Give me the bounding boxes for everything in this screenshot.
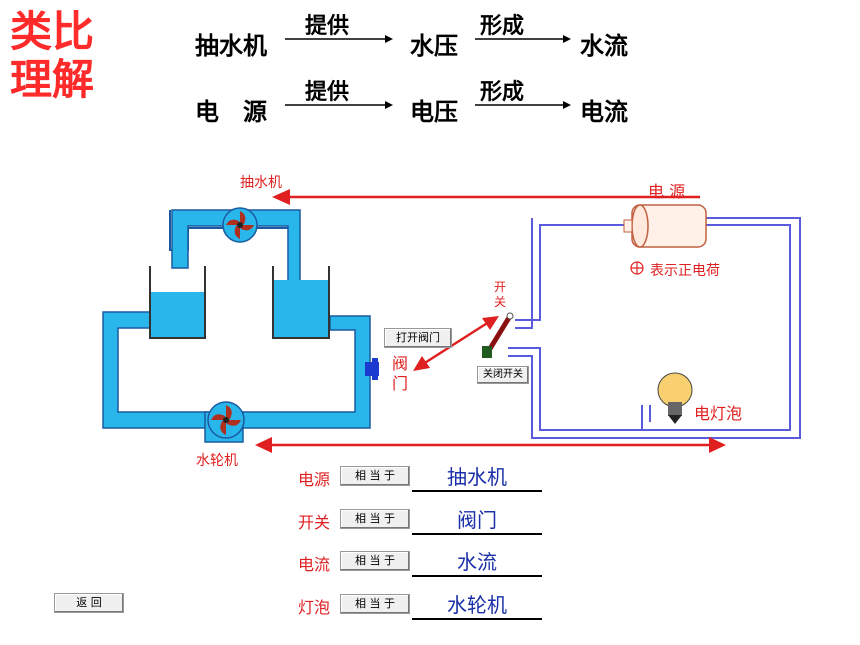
equivalent-button[interactable]: 相 当 于	[340, 466, 410, 486]
flow-source: 电 源	[195, 98, 267, 126]
comparison-answer: 抽水机	[412, 464, 542, 492]
switch-label-1: 开	[494, 280, 507, 294]
electric-wire	[508, 217, 801, 439]
page-title: 类比 理解	[10, 8, 94, 104]
valve-label-1: 阀	[392, 354, 409, 373]
valve-label-2: 门	[392, 374, 409, 393]
flow-row-electric: 电 源 提供 电压 形成 电流	[195, 80, 655, 128]
arrow-icon	[285, 101, 393, 109]
comparison-term: 电源	[298, 470, 331, 489]
arrow-icon	[285, 35, 393, 43]
close-switch-button[interactable]: 关闭开关	[477, 366, 529, 384]
analogy-diagram	[102, 189, 801, 453]
left-tank	[149, 266, 206, 339]
switch-label-2: 关	[494, 295, 507, 309]
right-tank	[272, 266, 330, 339]
flow-mid: 水压	[410, 32, 458, 60]
flow-arrow-label: 形成	[480, 14, 525, 39]
equivalent-button[interactable]: 相 当 于	[340, 509, 410, 529]
red-arrow	[272, 189, 700, 205]
left-tank-water	[150, 292, 205, 338]
source-label: 电 源	[648, 182, 686, 201]
flow-result: 水流	[580, 32, 628, 60]
arrow-icon	[475, 35, 571, 43]
turbine-label: 水轮机	[196, 453, 238, 469]
equivalent-button[interactable]: 相 当 于	[340, 594, 410, 614]
title-line-2: 理解	[10, 55, 95, 104]
flow-mid: 电压	[410, 98, 458, 126]
charge-legend-label: 表示正电荷	[650, 263, 720, 279]
pump-icon	[222, 207, 258, 243]
red-double-arrow	[413, 316, 499, 371]
comparison-answer: 水流	[412, 549, 542, 577]
pump-label: 抽水机	[240, 175, 282, 191]
switch-icon	[482, 312, 514, 358]
back-button[interactable]: 返 回	[54, 593, 124, 613]
positive-charge-icon	[630, 261, 644, 275]
comparison-answer: 水轮机	[412, 592, 542, 620]
comparison-term: 开关	[298, 513, 331, 532]
flow-arrow-label: 提供	[305, 80, 350, 105]
bulb-icon	[657, 372, 693, 424]
equivalent-button[interactable]: 相 当 于	[340, 551, 410, 571]
arrow-icon	[475, 101, 571, 109]
red-double-arrow	[255, 437, 726, 453]
bulb-label: 电灯泡	[694, 404, 743, 423]
turbine-icon	[204, 401, 245, 443]
flow-result: 电流	[580, 98, 628, 126]
flow-row-water: 抽水机 提供 水压 形成 水流	[195, 14, 655, 62]
flow-arrow-label: 形成	[480, 80, 525, 105]
comparison-answer: 阀门	[412, 507, 542, 535]
battery-icon	[623, 204, 707, 248]
title-line-1: 类比	[10, 7, 95, 56]
comparison-term: 灯泡	[298, 598, 331, 617]
flow-arrow-label: 提供	[305, 14, 350, 39]
open-valve-button[interactable]: 打开阀门	[384, 328, 452, 348]
flow-source: 抽水机	[195, 32, 267, 60]
comparison-term: 电流	[298, 555, 331, 574]
right-tank-water	[273, 280, 329, 338]
